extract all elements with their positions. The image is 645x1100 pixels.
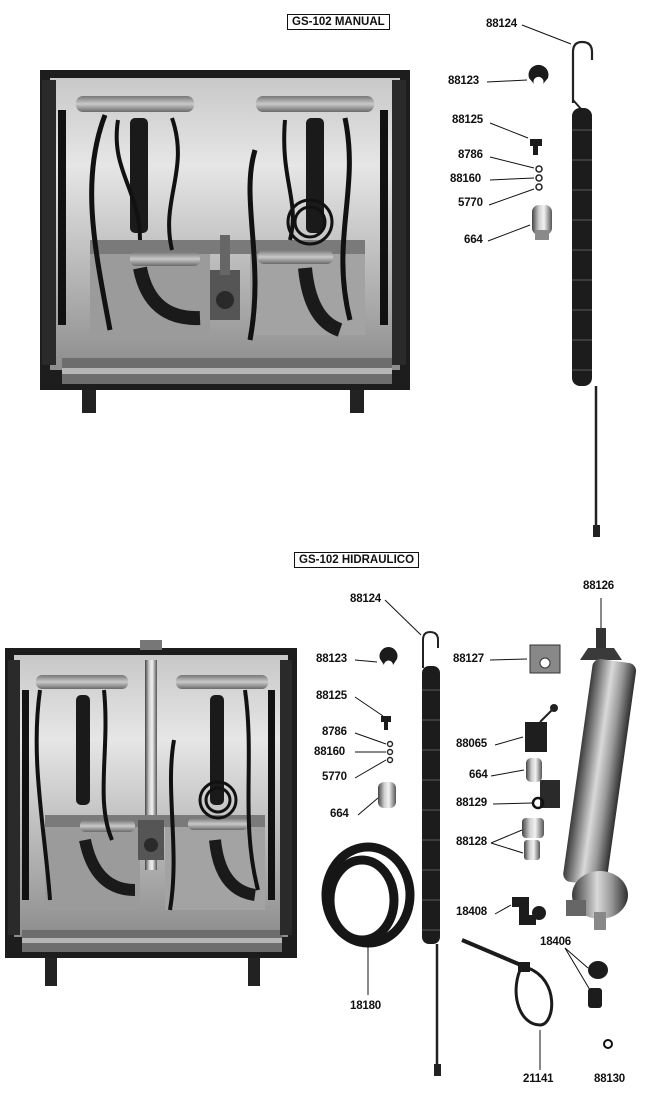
part-label-18406: 18406 [540, 936, 571, 948]
section-title-manual: GS-102 MANUAL [287, 14, 390, 30]
part-label-88128: 88128 [456, 836, 487, 848]
part-label-88123: 88123 [316, 653, 347, 665]
part-label-88127: 88127 [453, 653, 484, 665]
part-label-88124: 88124 [486, 18, 517, 30]
part-label-88130: 88130 [594, 1073, 625, 1085]
part-label-88065: 88065 [456, 738, 487, 750]
part-label-8786: 8786 [322, 726, 347, 738]
part-label-664: 664 [464, 234, 483, 246]
part-label-88160: 88160 [450, 173, 481, 185]
hidraulico-cabinet-photo [5, 640, 297, 986]
part-label-18180: 18180 [350, 1000, 381, 1012]
hidraulico-small-parts [378, 644, 613, 1049]
manual-spring-rod-88124 [571, 40, 600, 537]
part-label-88160: 88160 [314, 746, 345, 758]
part-label-5770: 5770 [458, 197, 483, 209]
hose-18180 [321, 842, 415, 948]
part-label-21141: 21141 [523, 1073, 554, 1085]
part-label-664: 664 [330, 808, 349, 820]
hidraulico-spring-rod-88124 [422, 630, 441, 1076]
part-label-18408: 18408 [456, 906, 487, 918]
hidraulico-leader-lines [354, 598, 602, 1070]
part-label-88125: 88125 [452, 114, 483, 126]
hydraulic-cylinder-88126 [540, 628, 637, 930]
part-label-88124: 88124 [350, 593, 381, 605]
part-label-8786: 8786 [458, 149, 483, 161]
part-label-664: 664 [469, 769, 488, 781]
part-label-5770: 5770 [322, 771, 347, 783]
part-label-88126: 88126 [583, 580, 614, 592]
section-title-hidraulico: GS-102 HIDRAULICO [294, 552, 420, 568]
part-label-88125: 88125 [316, 690, 347, 702]
manual-cabinet-photo [40, 70, 410, 413]
part-label-88129: 88129 [456, 797, 487, 809]
cable-tie-21141 [461, 938, 554, 1027]
manual-leader-lines [486, 24, 572, 242]
part-label-88123: 88123 [448, 75, 479, 87]
manual-small-parts [528, 64, 552, 240]
